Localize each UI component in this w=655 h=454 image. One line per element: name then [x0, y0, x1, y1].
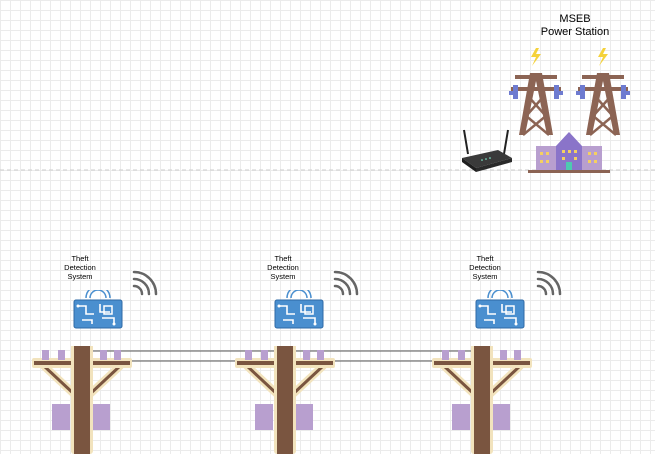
theft-detection-label: Theft Detection System: [253, 254, 313, 281]
transmission-tower-1-icon: [509, 48, 563, 136]
station-title-line2: Power Station: [540, 26, 610, 38]
tds-label-line3: System: [67, 272, 93, 281]
utility-pole-icon: [32, 346, 132, 454]
wifi-signal-icon: [131, 269, 159, 296]
utility-pole-icon: [432, 346, 532, 454]
tds-label-line1: Theft: [476, 254, 494, 263]
wifi-signal-icon: [332, 269, 360, 296]
tds-label-line1: Theft: [274, 254, 292, 263]
transmission-towers: [509, 48, 630, 136]
theft-detection-label: Theft Detection System: [455, 254, 515, 281]
transmission-tower-2-icon: [576, 48, 630, 136]
wireless-router-icon: [462, 129, 512, 172]
detection-device-icon: [475, 290, 525, 329]
tds-label-line2: Detection: [469, 263, 501, 272]
theft-detection-label: Theft Detection System: [50, 254, 110, 281]
station-title-line1: MSEB: [559, 13, 591, 25]
wifi-signal-icon: [535, 269, 563, 296]
tds-label-line3: System: [270, 272, 296, 281]
tds-label-line2: Detection: [64, 263, 96, 272]
tds-label-line3: System: [472, 272, 498, 281]
tds-label-line1: Theft: [71, 254, 89, 263]
lightning-bolt-icon: [598, 48, 608, 66]
lightning-bolt-icon: [531, 48, 541, 66]
utility-pole-icon: [235, 346, 335, 454]
detection-device-icon: [274, 290, 324, 329]
tds-label-line2: Detection: [267, 263, 299, 272]
detection-device-icon: [73, 290, 123, 329]
station-title: MSEB Power Station: [520, 13, 630, 39]
power-station-building-icon: [528, 132, 610, 173]
